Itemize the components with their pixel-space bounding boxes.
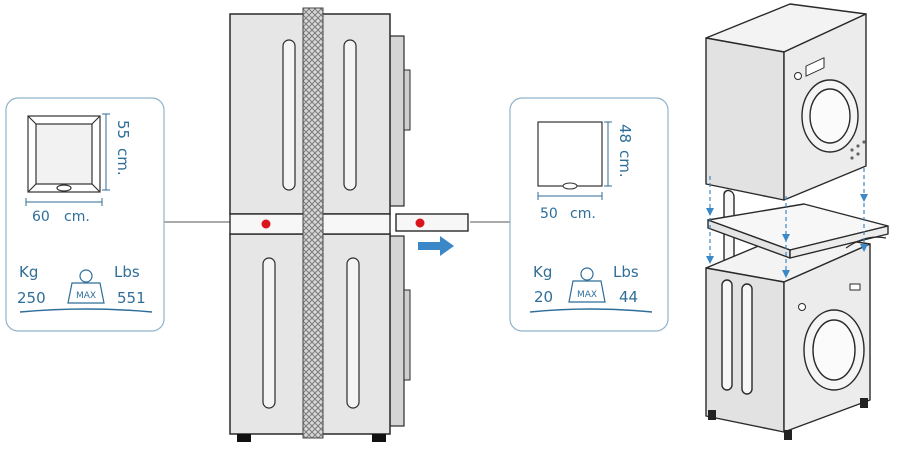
left-spec-panel: 55 cm. 60 cm. Kg Lbs 250 551 MAX: [5, 97, 165, 332]
left-max-label: MAX: [76, 291, 96, 301]
right-max-kg: 20: [534, 288, 553, 306]
left-width-value: 60: [32, 209, 50, 225]
right-width-unit: cm.: [570, 206, 596, 222]
arrow-right-icon: [418, 236, 454, 256]
left-unit-kg: Kg: [19, 263, 38, 281]
shelf-marker: [261, 219, 271, 229]
arrow-down-icon: [706, 194, 868, 278]
left-max-lbs: 551: [117, 289, 146, 307]
center-appliance-tower: [229, 7, 469, 442]
left-unit-lbs: Lbs: [114, 263, 140, 281]
right-max-label: MAX: [577, 290, 597, 300]
tray-marker: [415, 218, 425, 228]
right-height-value: 48: [616, 124, 634, 143]
right-tray-drawing: [537, 121, 603, 190]
alignment-arrows: [709, 168, 865, 276]
left-height-unit: cm.: [114, 148, 132, 176]
pull-out-tray: [395, 213, 469, 232]
left-height-value: 55: [114, 120, 132, 139]
safety-strap: [302, 7, 324, 439]
left-underline: [19, 308, 153, 313]
right-height-unit: cm.: [616, 150, 634, 178]
left-width-unit: cm.: [64, 209, 90, 225]
right-max-lbs: 44: [619, 288, 638, 306]
isometric-appliance-stack: [705, 3, 889, 440]
right-unit-lbs: Lbs: [613, 263, 639, 281]
weight-icon: MAX: [568, 267, 606, 303]
top-dryer: [705, 3, 867, 292]
bottom-washer: [705, 231, 871, 440]
left-frame-drawing: [27, 115, 101, 193]
right-spec-panel: 48 cm. 50 cm. Kg Lbs 20 44 MAX: [509, 97, 669, 332]
weight-icon: MAX: [67, 269, 105, 304]
left-max-kg: 250: [17, 289, 46, 307]
right-unit-kg: Kg: [533, 263, 552, 281]
right-underline: [529, 308, 653, 313]
right-width-value: 50: [540, 206, 558, 222]
